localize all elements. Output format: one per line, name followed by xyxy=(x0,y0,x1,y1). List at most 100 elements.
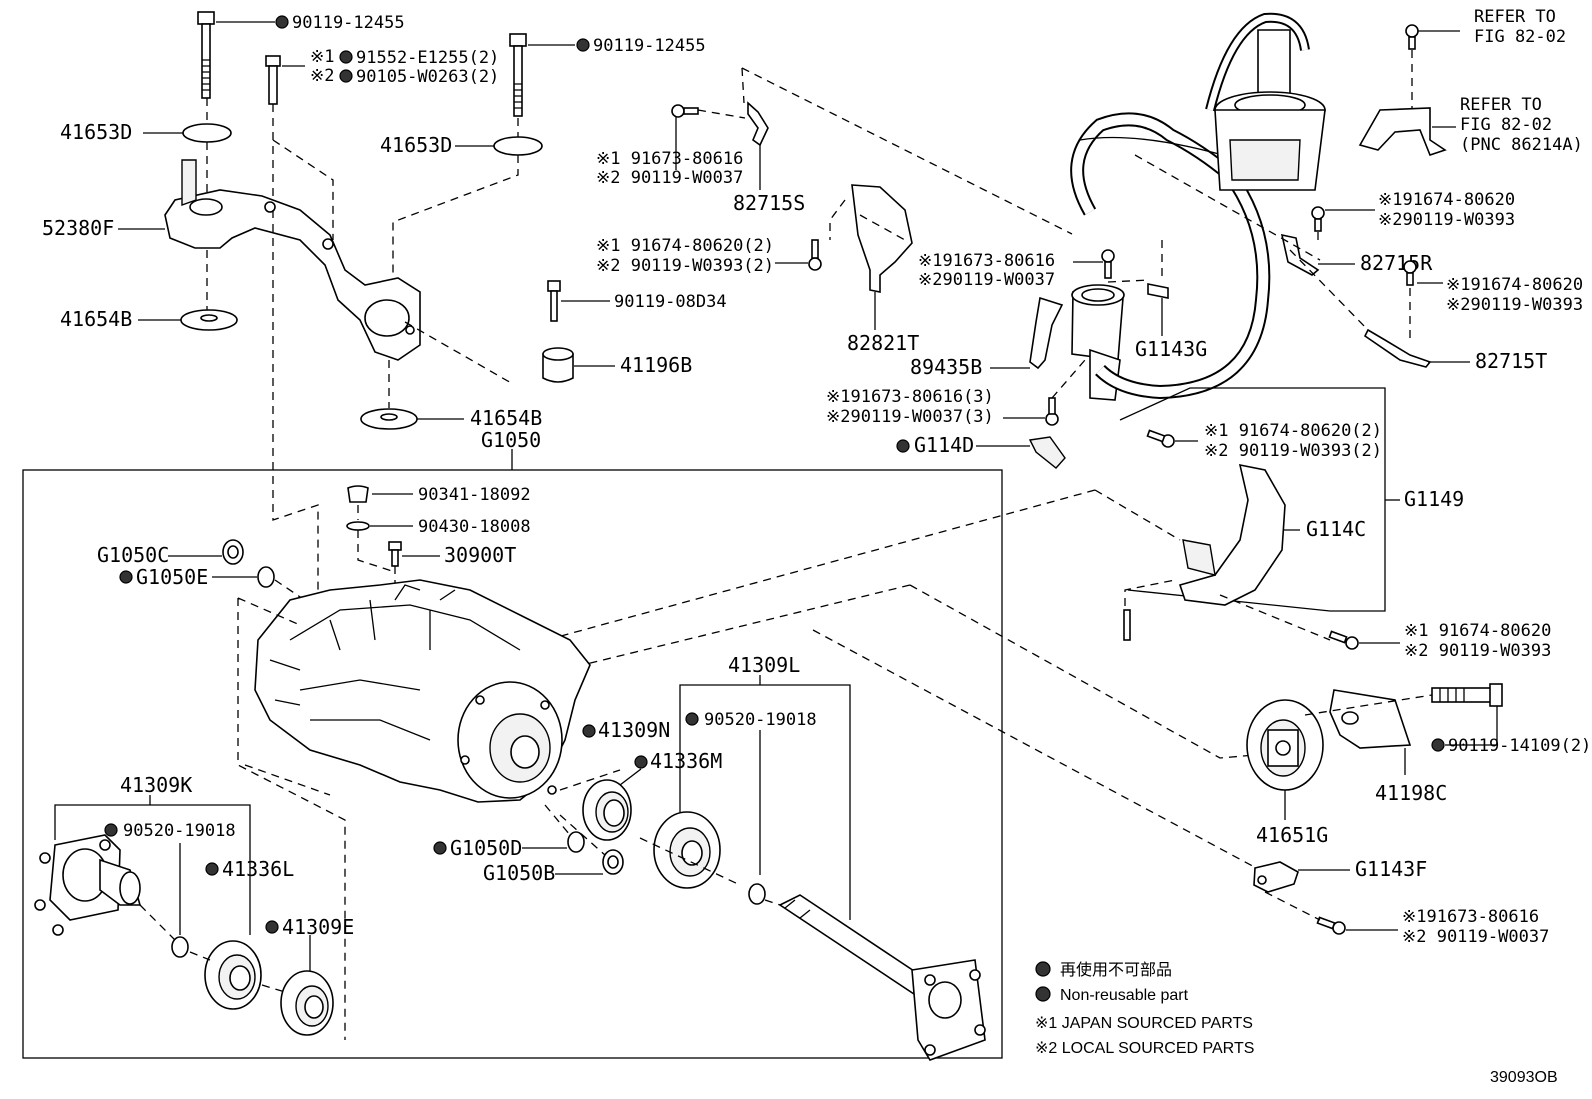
label-90520-19018-a: 90520-19018 xyxy=(704,710,817,730)
label-41309n: 41309N xyxy=(598,718,670,742)
clamp-82715t xyxy=(1363,328,1432,368)
cushion-41653d-right xyxy=(493,136,543,156)
label-90119-12455-b: 90119-12455 xyxy=(593,36,706,56)
breather-30900t xyxy=(388,541,402,567)
label-90119-12455-a: 90119-12455 xyxy=(292,13,405,33)
label-90119-w0393-2b: ※2 90119-W0393(2) xyxy=(1204,441,1382,461)
label-41309l: 41309L xyxy=(728,653,800,677)
label-refer-to-a: REFER TO xyxy=(1474,7,1556,27)
label-41309e: 41309E xyxy=(282,915,354,939)
bolt-91673-80616-3 xyxy=(1045,397,1059,426)
bolt-91674-80620-b xyxy=(1403,260,1417,286)
label-g1050c: G1050C xyxy=(97,543,169,567)
top-actuator-assembly xyxy=(1205,12,1326,191)
label-41196b: 41196B xyxy=(620,353,692,377)
label-41336l: 41336L xyxy=(222,857,294,881)
clamp-82715s xyxy=(747,101,769,147)
bolt-91673-80616-c xyxy=(1316,916,1346,935)
sensor-89435b xyxy=(1029,296,1064,370)
clamp-82715r xyxy=(1280,233,1320,276)
label-90119-w0037-b: ※290119-W0037 xyxy=(918,270,1055,290)
label-g114d: G114D xyxy=(914,433,974,457)
differential-housing xyxy=(254,579,591,803)
label-41336m: 41336M xyxy=(650,749,722,773)
plug-g1050c xyxy=(222,539,244,565)
clip-g1143g xyxy=(1147,283,1169,299)
label-refer-fig-a: FIG 82-02 xyxy=(1474,27,1566,47)
label-90430-18008: 90430-18008 xyxy=(418,517,531,537)
label-refer-to-b: REFER TO xyxy=(1460,95,1542,115)
bracket-52380f xyxy=(164,189,421,361)
legend-local-sourced: ※2 LOCAL SOURCED PARTS xyxy=(1035,1040,1254,1057)
label-note-1: ※1 xyxy=(310,47,334,67)
label-41198c: 41198C xyxy=(1375,781,1447,805)
label-41651g: 41651G xyxy=(1256,823,1328,847)
bearing-41309l xyxy=(653,811,721,889)
legend-japan-sourced: ※1 JAPAN SOURCED PARTS xyxy=(1035,1015,1253,1032)
label-91673-80616-c: ※191673-80616 xyxy=(1402,907,1539,927)
label-41309k: 41309K xyxy=(120,773,192,797)
gasket-g1050e xyxy=(257,566,275,588)
bolt-91673-80616-a xyxy=(671,104,699,118)
label-g1143g: G1143G xyxy=(1135,337,1207,361)
mount-41651g xyxy=(1246,699,1324,791)
plug-g1050b xyxy=(602,849,624,875)
axle-shaft xyxy=(778,894,986,1061)
label-90119-w0393-a: ※290119-W0393 xyxy=(1378,210,1515,230)
label-g1050e: G1050E xyxy=(136,565,208,589)
label-90119-w0037-a: ※2 90119-W0037 xyxy=(596,168,743,188)
label-g114c: G114C xyxy=(1306,517,1366,541)
label-refer-fig-b: FIG 82-02 xyxy=(1460,115,1552,135)
label-91673-80616-a: ※1 91673-80616 xyxy=(596,149,743,169)
label-g1149: G1149 xyxy=(1404,487,1464,511)
label-41654b-a: 41654B xyxy=(60,307,132,331)
label-90520-19018-b: 90520-19018 xyxy=(123,821,236,841)
bracket-41198c xyxy=(1329,689,1412,749)
bolt-91674-80620-a xyxy=(1311,206,1325,232)
label-90119-w0393-2a: ※2 90119-W0393(2) xyxy=(596,256,774,276)
flange-41309k xyxy=(34,834,142,936)
label-41654b-b: 41654B xyxy=(470,406,542,430)
figure-id: 39093OB xyxy=(1490,1069,1558,1086)
bracket-refer-2 xyxy=(1358,107,1447,156)
label-30900t: 30900T xyxy=(444,543,516,567)
label-52380f: 52380F xyxy=(42,216,114,240)
snapring-90520-a xyxy=(748,883,766,905)
gasket-90430-18008 xyxy=(346,521,370,531)
label-41653d-b: 41653D xyxy=(380,133,452,157)
label-91552-e1255: 91552-E1255(2) xyxy=(356,48,499,68)
label-90119-08d34: 90119-08D34 xyxy=(614,292,727,312)
label-91673-80616-3: ※191673-80616(3) xyxy=(826,387,994,407)
label-82821t: 82821T xyxy=(847,331,919,355)
label-90341-18092: 90341-18092 xyxy=(418,485,531,505)
legend-non-reusable-en: Non-reusable part xyxy=(1060,987,1189,1004)
bolt-91674-80620-2b xyxy=(1146,429,1175,448)
bearing-41309e xyxy=(280,970,334,1036)
bolt-91674-80620-c xyxy=(1328,630,1359,650)
bracket-g114c xyxy=(1178,463,1286,606)
label-pnc-86214a: (PNC 86214A) xyxy=(1460,135,1583,155)
bolt-91552 xyxy=(265,55,281,105)
label-90119-14109: 90119-14109(2) xyxy=(1448,736,1591,756)
bolt-91673-80616-b xyxy=(1101,249,1115,279)
label-90105-w0263: 90105-W0263(2) xyxy=(356,67,499,87)
snapring-90520-b xyxy=(171,936,189,958)
label-90119-w0393-c: ※2 90119-W0393 xyxy=(1404,641,1551,661)
bolt-91674-80620-2a xyxy=(808,239,822,271)
label-91674-80620-b: ※191674-80620 xyxy=(1446,275,1583,295)
plug-90341-18092 xyxy=(347,485,369,503)
label-g1050: G1050 xyxy=(481,428,541,452)
seal-41336l xyxy=(204,940,262,1010)
bolt-refer-1 xyxy=(1405,24,1419,50)
bolt-90119-12455-right xyxy=(509,33,527,117)
label-82715t: 82715T xyxy=(1475,349,1547,373)
label-91674-80620-2b: ※1 91674-80620(2) xyxy=(1204,421,1382,441)
bolt-90119-14109 xyxy=(1431,683,1503,707)
legend-non-reusable-jp: 再使用不可部品 xyxy=(1060,961,1172,979)
gasket-g1050d xyxy=(567,831,585,853)
clip-g1143f xyxy=(1253,861,1299,893)
label-g1050b: G1050B xyxy=(483,861,555,885)
label-91674-80620-c: ※1 91674-80620 xyxy=(1404,621,1551,641)
label-90119-w0037-c: ※2 90119-W0037 xyxy=(1402,927,1549,947)
